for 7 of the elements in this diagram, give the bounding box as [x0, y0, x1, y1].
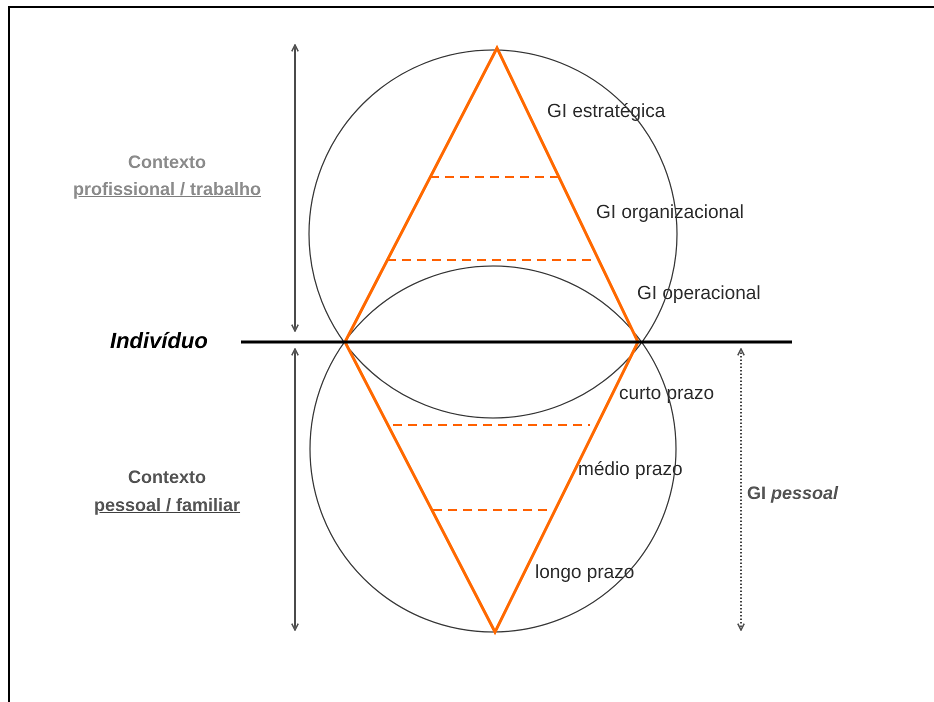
level-label: curto prazo [619, 384, 714, 404]
context-label: profissional / trabalho [73, 180, 262, 200]
context-label: pessoal / familiar [94, 496, 240, 516]
context-label: Contexto [128, 468, 206, 488]
context-label: Contexto [128, 153, 206, 173]
range-label: GI pessoal [747, 484, 838, 504]
axis-label: Indivíduo [110, 329, 208, 354]
